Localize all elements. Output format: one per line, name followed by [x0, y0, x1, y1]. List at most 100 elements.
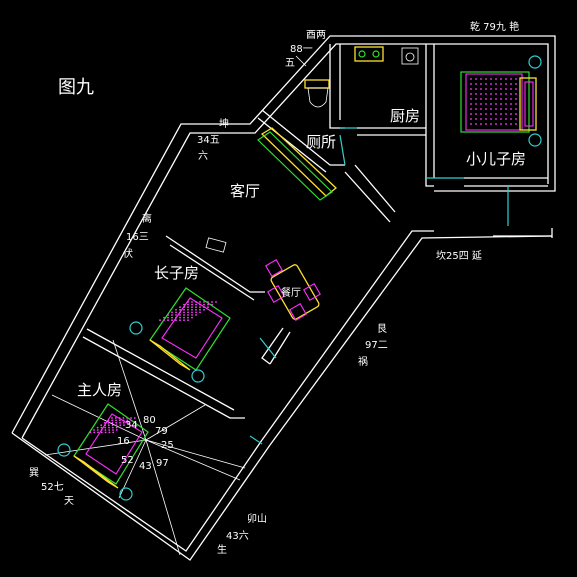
- bed-dot: [108, 431, 111, 434]
- bed-dot: [485, 88, 487, 90]
- bed-dot: [183, 303, 185, 306]
- bed-dot: [495, 98, 497, 100]
- bed-dot: [480, 123, 482, 125]
- bed-dot: [495, 78, 497, 80]
- bed-dot: [495, 108, 497, 110]
- bed-dot: [130, 417, 132, 419]
- bed-dot: [187, 311, 189, 314]
- bed-dot: [475, 98, 477, 100]
- bed-dot: [183, 306, 185, 309]
- bed-dot: [515, 113, 517, 115]
- bed-dot: [495, 88, 497, 90]
- bed-dot: [475, 103, 477, 105]
- bed-dot: [515, 123, 517, 125]
- bed-dot: [187, 319, 189, 322]
- bed-dot: [122, 417, 125, 419]
- bed-dot: [195, 301, 197, 303]
- bed-dot: [93, 429, 95, 431]
- direction-labels: 酉两 88一 五 乾 79九 艳 坤 34五 六 离 16三 伏 坎25四 延 …: [29, 20, 519, 556]
- bed-dot: [500, 93, 502, 95]
- bed-dot: [167, 316, 169, 319]
- bed-dot: [470, 108, 472, 110]
- bed-dot: [207, 301, 209, 303]
- bed-dot: [104, 429, 107, 431]
- bed-dot: [490, 113, 492, 115]
- bed-dot: [115, 429, 118, 431]
- living-sofa: [205, 127, 337, 253]
- bed-dot: [122, 419, 125, 422]
- bed-dot: [475, 123, 477, 125]
- bed-dot: [191, 308, 193, 311]
- small-room-bed: [460, 55, 542, 147]
- bed-dot: [475, 88, 477, 90]
- bed-dot: [122, 421, 125, 424]
- bed-dot: [179, 319, 181, 322]
- label-top-right: 乾 79九 艳: [470, 20, 519, 33]
- bed-dot: [485, 103, 487, 105]
- bed-dot: [500, 103, 502, 105]
- bed-dot: [490, 123, 492, 125]
- bed-dot: [179, 316, 181, 319]
- bed-dot: [515, 108, 517, 110]
- bed-dot: [475, 83, 477, 85]
- bed-dot: [96, 426, 99, 429]
- bed-dot: [100, 429, 103, 431]
- master-room-label: 主人房: [77, 381, 122, 399]
- label-bottom-right-a: 卯山: [247, 513, 267, 525]
- bed-dot: [179, 314, 181, 316]
- label-top-left-c: 五: [285, 58, 295, 69]
- bed-dot: [490, 108, 492, 110]
- figure-title: 图九: [58, 77, 94, 98]
- bed-dot: [175, 311, 177, 314]
- bed-dot: [167, 319, 169, 322]
- bed-dot: [505, 83, 507, 85]
- bed-dot: [485, 83, 487, 85]
- bed-dot: [480, 118, 482, 120]
- bed-dot: [500, 88, 502, 90]
- bed-dot: [199, 303, 201, 306]
- label-bottom-right-c: 生: [217, 543, 227, 556]
- bed-dot: [515, 78, 517, 80]
- center-num-6: 52: [121, 455, 134, 466]
- bed-dot: [500, 78, 502, 80]
- bed-dot: [500, 118, 502, 120]
- bed-dot: [470, 93, 472, 95]
- bed-dot: [500, 108, 502, 110]
- bed-dot: [470, 118, 472, 120]
- bed-dot: [199, 308, 201, 311]
- bed-dot: [480, 83, 482, 85]
- bed-dot: [505, 78, 507, 80]
- bed-dot: [500, 98, 502, 100]
- bed-dot: [114, 417, 117, 419]
- bed-dot: [490, 83, 492, 85]
- bed-dot: [175, 316, 177, 319]
- bed-dot: [111, 419, 114, 422]
- bed-dot: [167, 314, 169, 316]
- bed-dot: [470, 78, 472, 80]
- bed-dot: [195, 303, 197, 306]
- bed-dot: [505, 88, 507, 90]
- bed-dot: [191, 301, 193, 303]
- bed-dot: [112, 431, 115, 434]
- label-right-2a: 艮: [377, 323, 387, 335]
- bed-dot: [495, 118, 497, 120]
- bed-dot: [515, 93, 517, 95]
- center-num-3: 79: [155, 426, 168, 437]
- north-block-walls: [257, 44, 548, 223]
- master-bed: [57, 403, 149, 501]
- bed-dot: [183, 316, 185, 319]
- bed-dot: [510, 108, 512, 110]
- bed-dot: [485, 78, 487, 80]
- bed-dot: [175, 314, 177, 316]
- bed-dot: [510, 118, 512, 120]
- label-left-2b: 16三: [126, 232, 149, 243]
- bed-dot: [500, 83, 502, 85]
- center-num-5: 25: [161, 440, 174, 451]
- label-bottom-right-b: 43六: [226, 530, 249, 542]
- bed-dot: [470, 123, 472, 125]
- label-left-1c: 六: [198, 150, 208, 162]
- bed-dot: [111, 426, 114, 429]
- bed-dot: [480, 93, 482, 95]
- bed-dot: [475, 113, 477, 115]
